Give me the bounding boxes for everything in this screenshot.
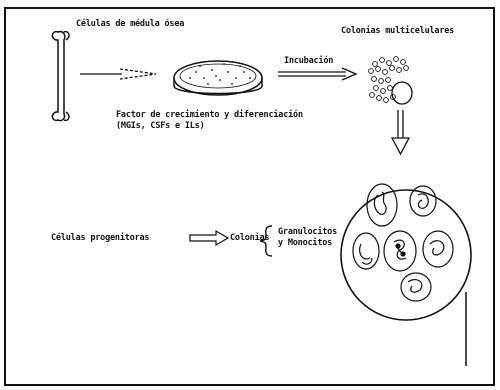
cell-icon [353, 233, 379, 269]
cell-icon [401, 273, 431, 301]
down-arrow [392, 110, 409, 154]
cell-icon [410, 186, 436, 216]
progenitor-cells-label: Células progenitoras [51, 233, 149, 244]
granulocytes-label: Granulocitos [278, 227, 337, 238]
growth-factor-label-line1: Factor de crecimiento y diferenciación [116, 110, 303, 121]
multicellular-colonies-label: Colonias multicelulares [341, 26, 454, 37]
cell-icon [367, 184, 397, 226]
arrow-to-dish [80, 69, 156, 79]
bone-marrow-cells-label: Células de médula ósea [76, 19, 184, 30]
bone-icon [52, 32, 69, 121]
colonies-label: Colonias [230, 233, 269, 244]
progenitor-arrow [190, 231, 228, 245]
petri-dish-icon [174, 61, 262, 95]
cell-icon [423, 231, 453, 267]
cell-icon [384, 231, 416, 271]
figure-border [5, 8, 494, 385]
incubation-label: Incubación [284, 56, 333, 67]
growth-factor-label-line2: (MGIs, CSFs e ILs) [116, 121, 205, 132]
monocytes-label: y Monocitos [278, 238, 332, 249]
incubation-arrow [278, 68, 356, 80]
colony-cluster-icon [369, 57, 412, 104]
